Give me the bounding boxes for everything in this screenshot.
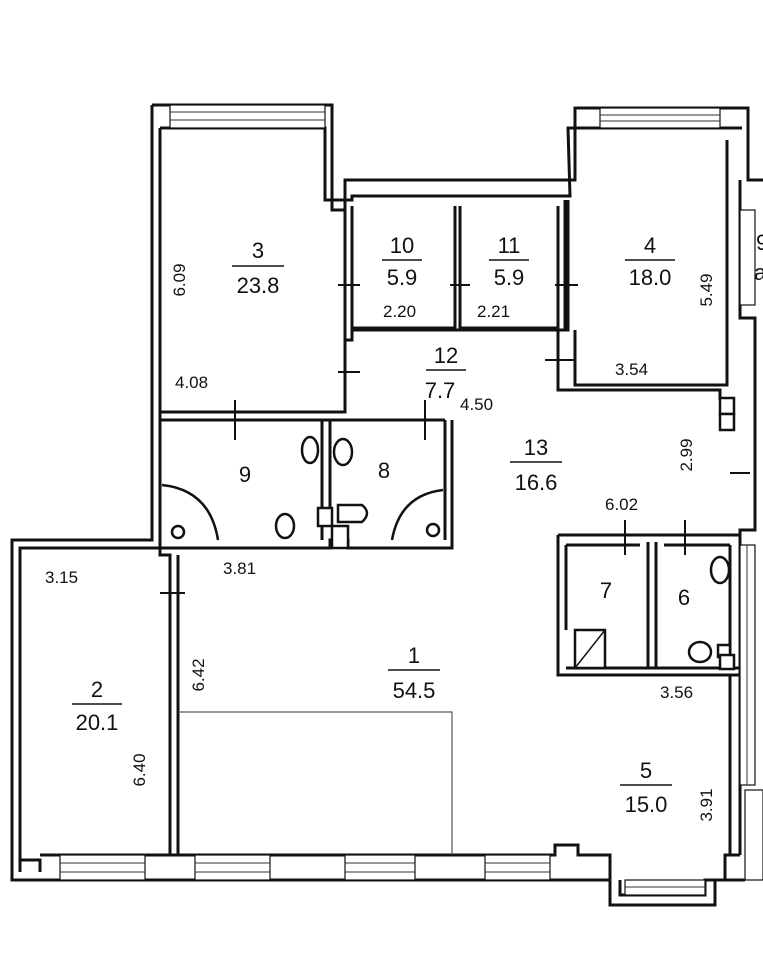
dimension-label: 3.56 — [660, 683, 693, 702]
edge-fragment-label: 9 a — [754, 230, 763, 285]
svg-text:11: 11 — [498, 233, 521, 258]
svg-text:8: 8 — [378, 458, 390, 483]
dimension-label: 6.02 — [605, 495, 638, 514]
room-10-label: 10 5.9 — [382, 233, 422, 290]
svg-text:23.8: 23.8 — [237, 273, 280, 298]
fixtures — [161, 396, 736, 671]
svg-text:6: 6 — [678, 585, 690, 610]
room-3-label: 3 23.8 — [232, 238, 284, 298]
room-4-label: 4 18.0 — [625, 233, 675, 290]
dimension-label: 2.21 — [477, 302, 510, 321]
svg-text:7.7: 7.7 — [425, 378, 456, 403]
room-12-label: 12 7.7 — [425, 343, 466, 403]
svg-text:4: 4 — [644, 233, 656, 258]
room-labels: 3 23.8 10 5.9 11 5.9 4 18.0 12 7.7 13 16… — [72, 233, 690, 817]
svg-text:a: a — [754, 260, 763, 285]
dimension-label: 2.20 — [383, 302, 416, 321]
room-9-label: 9 — [239, 462, 251, 487]
room-8-label: 8 — [378, 458, 390, 483]
dimension-label: 6.42 — [189, 658, 208, 691]
svg-text:15.0: 15.0 — [625, 792, 668, 817]
dimension-label: 4.08 — [175, 373, 208, 392]
dimension-label: 5.49 — [697, 273, 716, 306]
dimension-label: 6.09 — [170, 263, 189, 296]
sink-fixture — [300, 435, 320, 465]
room-5-label: 5 15.0 — [620, 758, 672, 817]
svg-text:1: 1 — [408, 643, 420, 668]
room-1-zone-outline — [178, 711, 453, 855]
svg-text:9: 9 — [756, 230, 763, 255]
room-6-label: 6 — [678, 585, 690, 610]
room-11-label: 11 5.9 — [489, 233, 529, 290]
svg-text:10: 10 — [390, 233, 414, 258]
dimension-label: 3.54 — [615, 360, 648, 379]
dimension-ticks — [160, 284, 750, 594]
svg-text:12: 12 — [434, 343, 458, 368]
room-1-label: 1 54.5 — [388, 643, 440, 703]
svg-text:5: 5 — [640, 758, 652, 783]
svg-text:18.0: 18.0 — [629, 265, 672, 290]
svg-text:3: 3 — [252, 238, 264, 263]
svg-text:13: 13 — [524, 435, 548, 460]
dimension-label: 2.99 — [677, 438, 696, 471]
svg-text:2: 2 — [91, 677, 103, 702]
svg-text:20.1: 20.1 — [76, 710, 119, 735]
sink-fixture — [709, 555, 731, 585]
room-2-label: 2 20.1 — [72, 677, 122, 735]
toilet-fixture — [687, 640, 713, 664]
svg-text:5.9: 5.9 — [494, 265, 525, 290]
dimension-label: 3.91 — [697, 788, 716, 821]
windows — [59, 104, 763, 896]
toilet-fixture — [170, 524, 186, 540]
dimension-label: 3.81 — [223, 559, 256, 578]
toilet-fixture — [336, 503, 369, 524]
svg-text:16.6: 16.6 — [515, 470, 558, 495]
dimension-label: 6.40 — [130, 753, 149, 786]
svg-text:5.9: 5.9 — [387, 265, 418, 290]
svg-text:54.5: 54.5 — [393, 678, 436, 703]
sink-fixture — [332, 437, 354, 467]
toilet-fixture — [274, 512, 296, 540]
svg-text:9: 9 — [239, 462, 251, 487]
room-7-label: 7 — [600, 578, 612, 603]
dimension-label: 3.15 — [45, 568, 78, 587]
dimension-labels: 6.09 4.08 2.20 2.21 5.49 3.54 4.50 2.99 … — [45, 263, 716, 821]
dimension-label: 4.50 — [460, 395, 493, 414]
svg-text:7: 7 — [600, 578, 612, 603]
room-13-label: 13 16.6 — [510, 435, 562, 495]
